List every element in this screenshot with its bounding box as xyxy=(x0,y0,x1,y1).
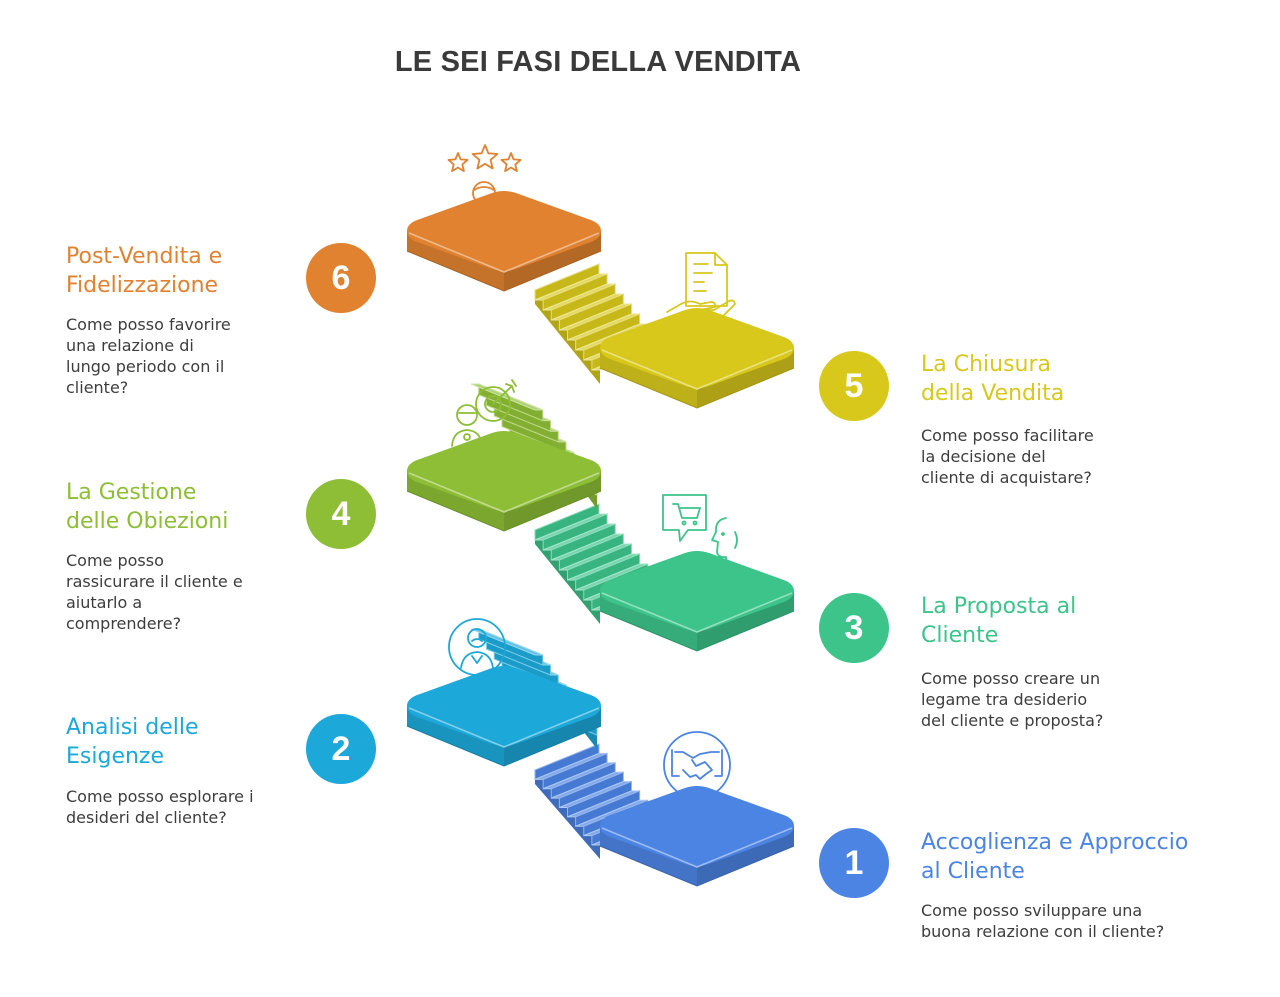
step-2-title: Analisi delle Esigenze xyxy=(66,715,199,769)
step-5-question: Come posso facilitare la decisione del c… xyxy=(921,426,1094,487)
step-2-number-badge: 2 xyxy=(306,714,376,784)
step-3-platform xyxy=(599,551,795,652)
document-hand-icon xyxy=(666,252,736,323)
target-person-icon xyxy=(451,379,517,447)
step-6-title: Post-Vendita e Fidelizzazione xyxy=(66,244,223,298)
step-4-number-badge: 4 xyxy=(306,479,376,549)
step-1-number-badge: 1 xyxy=(819,828,889,898)
step-1-question: Come posso sviluppare una buona relazion… xyxy=(921,901,1165,941)
step-6-platform xyxy=(406,191,602,292)
step-2-platform xyxy=(406,666,602,767)
step-4-question: Come posso rassicurare il cliente e aiut… xyxy=(66,551,243,633)
step-5-title: La Chiusura della Vendita xyxy=(921,352,1065,406)
step-3-question: Come posso creare un legame tra desideri… xyxy=(921,669,1104,730)
person-magnifier-icon xyxy=(448,618,519,686)
step-3-number-badge: 3 xyxy=(819,593,889,663)
step-6-number-badge: 6 xyxy=(306,243,376,313)
step-5-number-badge: 5 xyxy=(819,351,889,421)
stars-person-icon xyxy=(447,144,522,214)
step-3-title: La Proposta al Cliente xyxy=(921,594,1077,648)
step-6-question: Come posso favorire una relazione di lun… xyxy=(66,315,231,397)
step-2-question: Come posso esplorare i desideri del clie… xyxy=(66,787,254,827)
step-5-platform xyxy=(599,308,795,409)
step-4-platform xyxy=(406,431,602,532)
step-4-title: La Gestione delle Obiezioni xyxy=(66,480,229,534)
shopping-cart-speech-icon xyxy=(662,494,738,567)
handshake-icon xyxy=(663,731,731,799)
diagram-title: LE SEI FASI DELLA VENDITA xyxy=(394,46,802,78)
step-1-platform xyxy=(599,786,795,887)
step-1-title: Accoglienza e Approccio al Cliente xyxy=(921,830,1189,884)
